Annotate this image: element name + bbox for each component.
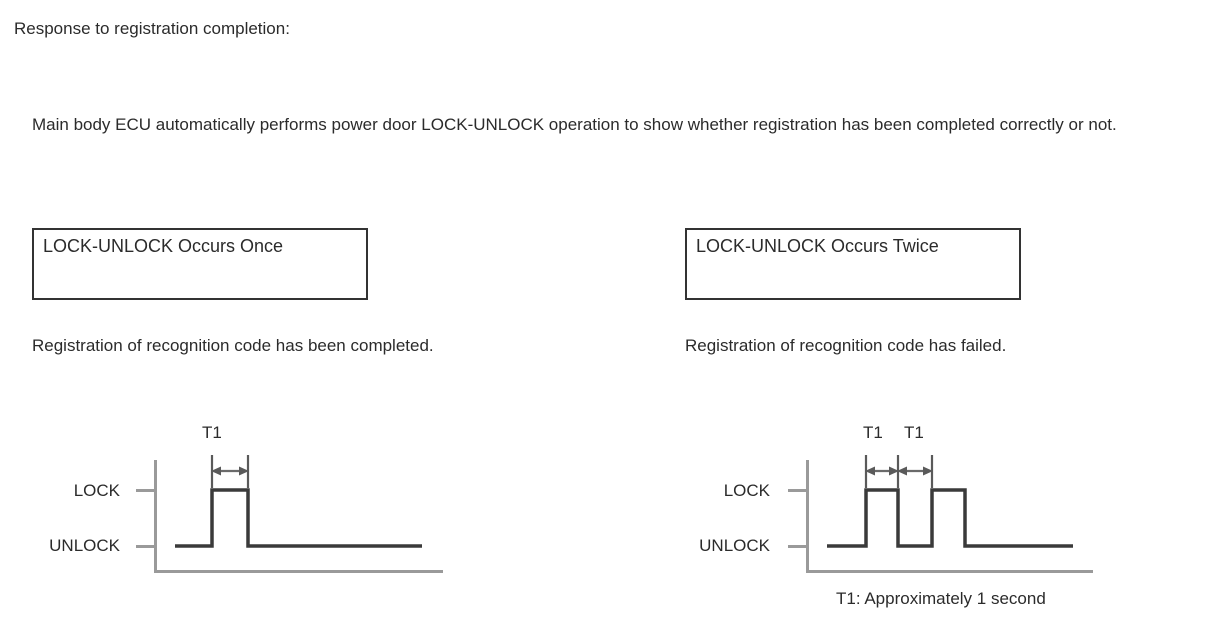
dim-arrowhead-right-once	[239, 466, 249, 476]
title-box-once: LOCK-UNLOCK Occurs Once	[32, 228, 368, 300]
dim-arrowhead-left-first-twice	[865, 466, 875, 476]
dim-arrowhead-left-second-twice	[897, 466, 907, 476]
signal-waveform-once	[175, 488, 422, 548]
caption-twice: Registration of recognition code has fai…	[685, 336, 1007, 355]
footnote-t1: T1: Approximately 1 second	[836, 589, 1046, 608]
axis-label-unlock-twice: UNLOCK	[699, 536, 770, 555]
dim-arrowhead-left-once	[211, 466, 221, 476]
page-heading: Response to registration completion:	[14, 19, 290, 38]
signal-waveform-twice	[827, 488, 1073, 548]
title-box-once-label: LOCK-UNLOCK Occurs Once	[43, 236, 284, 256]
timing-diagram-once	[136, 455, 443, 573]
title-box-twice-label: LOCK-UNLOCK Occurs Twice	[696, 236, 939, 256]
axis-label-lock-twice: LOCK	[723, 481, 770, 500]
dim-arrowhead-right-first-twice	[889, 466, 899, 476]
panel-lock-unlock-once: LOCK-UNLOCK Occurs Once Registration of …	[32, 228, 443, 573]
dimension-label-t1-first-twice: T1	[863, 423, 883, 442]
title-box-twice: LOCK-UNLOCK Occurs Twice	[685, 228, 1021, 300]
panel-lock-unlock-twice: LOCK-UNLOCK Occurs Twice Registration of…	[655, 0, 1208, 644]
dimension-label-t1-second-twice: T1	[904, 423, 924, 442]
axis-label-lock-once: LOCK	[73, 481, 120, 500]
axis-label-unlock-once: UNLOCK	[49, 536, 120, 555]
timing-diagram-twice	[788, 455, 1093, 573]
caption-once: Registration of recognition code has bee…	[32, 336, 434, 355]
dimension-label-t1-once: T1	[202, 423, 222, 442]
dim-arrowhead-right-second-twice	[923, 466, 933, 476]
intro-paragraph: Main body ECU automatically performs pow…	[32, 115, 1117, 134]
